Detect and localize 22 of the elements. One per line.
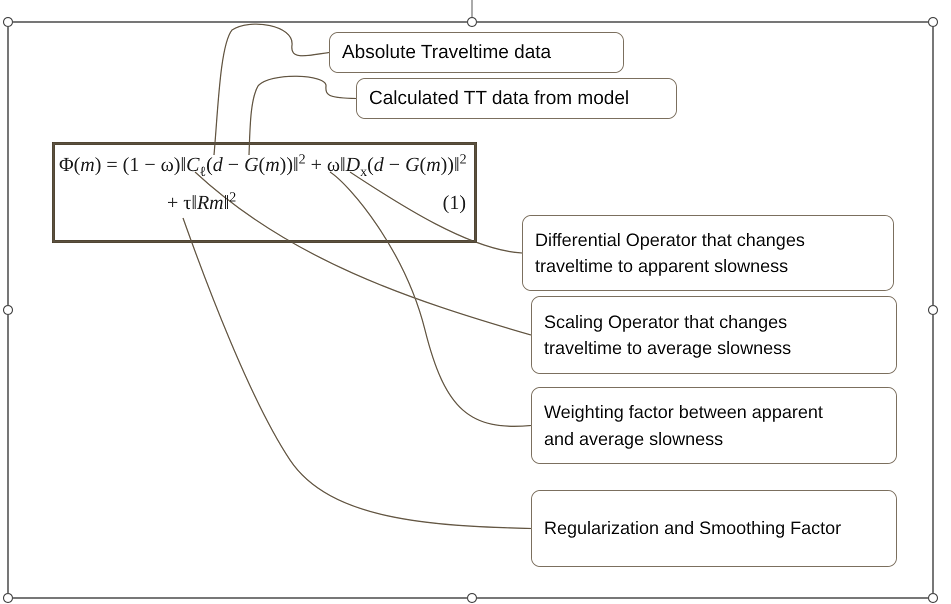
equation-line: Φ(m) = (1 − ω)‖C$_{ℓ}$(d − G(m))‖$^{2}$ + ω‖D$_{x}$(d − G(m))‖$^{2}$ [59, 153, 467, 177]
callout-text: Regularization and Smoothing Factor [544, 517, 842, 540]
callout-text: Calculated TT data from model [369, 86, 630, 111]
callout-box [356, 78, 677, 119]
leader-line [248, 76, 356, 156]
equation-box [52, 142, 477, 243]
callout-text: Scaling Operator that changes traveltime to average slowness [544, 310, 792, 360]
leader-line [194, 172, 532, 336]
leader-line [350, 171, 522, 254]
callout-box [531, 490, 897, 567]
equation-number: (1) [442, 191, 466, 215]
equation-line: + τ‖Rm‖$^{2}$ [167, 191, 236, 215]
callout-text: Absolute Traveltime data [342, 40, 552, 65]
callout-box [531, 296, 897, 374]
leader-line [330, 171, 532, 427]
callout-box [531, 387, 897, 464]
callout-box [329, 32, 624, 73]
leader-line [213, 24, 330, 156]
callout-box [522, 215, 894, 291]
callout-text: Weighting factor between apparent and average slowness [544, 401, 824, 451]
leader-line [182, 218, 532, 530]
callout-text: Differential Operator that changes traveltime to apparent slowness [535, 228, 806, 278]
